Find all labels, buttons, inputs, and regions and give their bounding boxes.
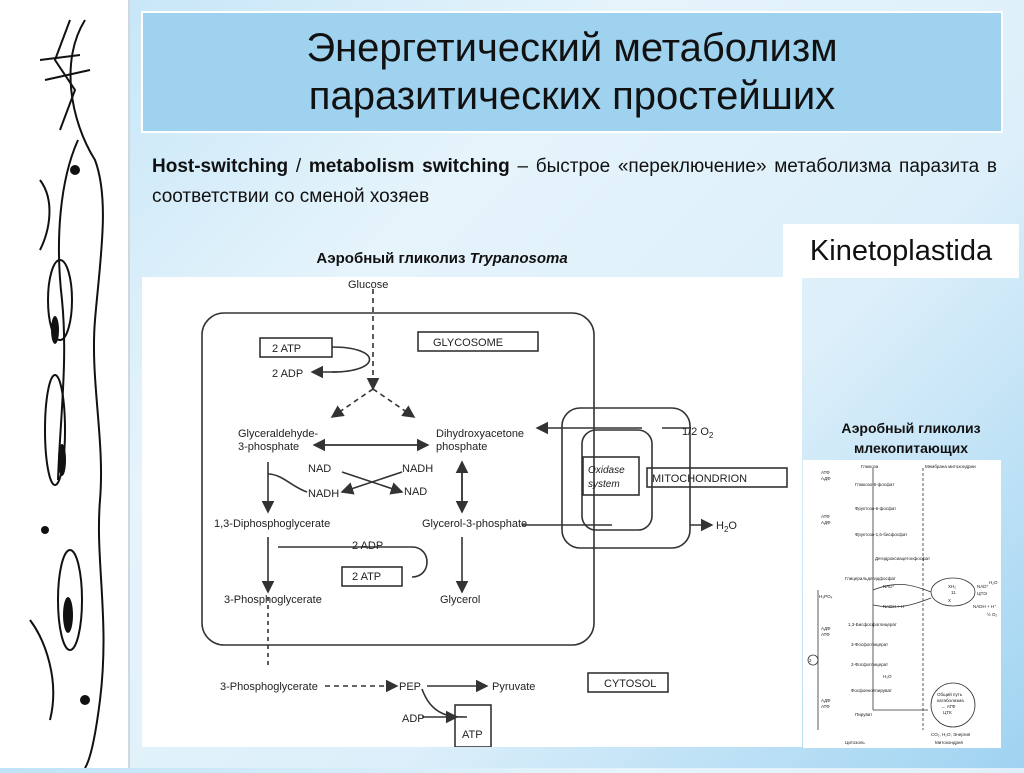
title-banner: Энергетический метаболизм паразитических…	[141, 11, 1003, 133]
mamm-gap: Глицеральдегидфосфат	[845, 576, 896, 581]
slide-title-line-1: Энергетический метаболизм	[306, 26, 838, 70]
mamm-xh2: XH₂	[948, 584, 956, 589]
mamm-common-path-1: Общий путь	[937, 691, 963, 697]
label-3pg-inside: 3-Phosphoglycerate	[224, 594, 322, 606]
mamm-cytosol: Цитозоль	[845, 740, 865, 745]
mamm-pg2: 2-Фосфоглицерат	[851, 662, 888, 667]
label-nadh-left: NADH	[308, 488, 339, 500]
mamm-g6p: Глюкозо-6-фосфат	[855, 482, 894, 487]
slide-title-line-2: паразитических простейших	[308, 74, 836, 118]
mamm-common-path-2: катаболизма	[937, 698, 964, 703]
label-nad-right: NAD	[404, 486, 427, 498]
mammal-glycolysis-caption: Аэробный гликолиз млекопитающих	[804, 418, 1018, 458]
mamm-nadh: NADH + H⁺	[883, 604, 907, 609]
mamm-atp-4: АТФ	[821, 704, 830, 709]
trypanosoma-glycolysis-diagram: Glucose GLYCOSOME 2 ATP 2 ADP Glyceralde…	[142, 277, 802, 748]
mammal-diagram-canvas: Глюкоза Мембрана митохондрии АТФ АДФ Глю…	[807, 464, 998, 745]
mamm-bpg: 1,3-Бисфосфоглицерат	[848, 622, 897, 627]
mamm-fbp: Фруктозо-1,6-бисфосфат	[855, 532, 907, 537]
trypanosoma-diagram-canvas: Glucose GLYCOSOME 2 ATP 2 ADP Glyceralde…	[201, 279, 788, 748]
mamm-nadh-2: NADH + H⁺	[973, 604, 997, 609]
mamm-pg3: 3-Фосфоглицерат	[851, 642, 888, 647]
parasite-illustration	[29, 19, 105, 769]
label-3pg-outside: 3-Phosphoglycerate	[220, 681, 318, 693]
mamm-adp-4: АДФ	[821, 698, 831, 703]
mamm-atp-3: АТФ	[821, 632, 830, 637]
subtitle-separator: /	[288, 156, 309, 177]
trypanosoma-caption-organism: Trypanosoma	[469, 250, 568, 267]
mamm-pyruvate: Пируват	[855, 712, 872, 717]
subtitle-description: – быстрое «переключение» метаболизма пар…	[152, 156, 998, 207]
label-mitochondrion: MITOCHONDRION	[652, 473, 747, 485]
label-pep: PEP	[399, 681, 421, 693]
mamm-atp-2: АТФ	[821, 514, 830, 519]
label-2atp-mid: 2 ATP	[352, 571, 381, 583]
mamm-f6p: Фруктозо-6-фосфат	[855, 506, 896, 511]
mamm-step-11: 11	[951, 590, 956, 595]
label-h2o: H2O	[716, 520, 737, 534]
trypanosoma-caption: Аэробный гликолиз Trypanosoma	[142, 250, 742, 267]
label-2atp-top: 2 ATP	[272, 343, 301, 355]
mamm-h2o: H₂O	[883, 674, 892, 679]
mamm-half-o2: ½ O₂	[987, 611, 998, 617]
decorative-illustration-strip	[0, 0, 130, 769]
mamm-atp-1: АТФ	[821, 470, 830, 475]
label-adp-bottom: ADP	[402, 713, 425, 725]
mamm-x: X	[948, 598, 951, 603]
label-half-o2: 1/2 O2	[682, 426, 714, 440]
mamm-h3po4: H₃PO₄	[819, 594, 833, 599]
mitochondrion-boundary	[561, 407, 691, 549]
mamm-circle-2: 2	[809, 658, 812, 663]
label-nadh-right: NADH	[402, 463, 433, 475]
glycosome-boundary	[201, 312, 595, 646]
mamm-dhap: Дегидроксиацетонфосфат	[875, 556, 930, 561]
label-oxidase-1: Oxidase	[588, 465, 625, 476]
mamm-h2o-top: H₂O	[989, 580, 998, 585]
mammal-caption-line-1: Аэробный гликолиз	[841, 420, 981, 436]
label-cytosol: CYTOSOL	[604, 678, 656, 690]
mamm-common-path-3: → АТФ	[941, 704, 956, 709]
label-glycerol: Glycerol	[440, 594, 480, 606]
mamm-membrane: Мембрана митохондрии	[925, 464, 976, 469]
label-gap-2: 3-phosphate	[238, 441, 299, 453]
subtitle-term-metabolism-switching: metabolism switching	[308, 156, 510, 177]
label-glucose: Glucose	[348, 279, 388, 291]
label-oxidase-2: system	[588, 479, 620, 490]
mamm-resp-chain: ЦПЭ	[977, 591, 988, 596]
slide-subtitle: Host-switching / metabolism switching – …	[152, 152, 997, 212]
label-pyruvate: Pyruvate	[492, 681, 535, 693]
label-glycosome: GLYCOSOME	[433, 337, 503, 349]
mamm-nad-2: NAD⁺	[977, 584, 990, 589]
label-nad-left: NAD	[308, 463, 331, 475]
mammal-glycolysis-diagram: Глюкоза Мембрана митохондрии АТФ АДФ Глю…	[803, 460, 1001, 748]
mamm-pep: Фосфоенолпируват	[851, 688, 892, 693]
trypanosoma-caption-prefix: Аэробный гликолиз	[316, 250, 470, 267]
mamm-co2-h2o: CO₂, H₂O, Энергия	[931, 732, 971, 737]
kinetoplastida-badge: Kinetoplastida	[783, 224, 1019, 278]
label-13-bpg: 1,3-Diphosphoglycerate	[214, 518, 330, 530]
mamm-nad: NAD⁺	[883, 584, 896, 589]
mamm-adp-1: АДФ	[821, 476, 831, 481]
mammal-caption-line-2: млекопитающих	[853, 440, 969, 456]
label-g3p: Glycerol-3-phosphate	[422, 518, 527, 530]
subtitle-term-host-switching: Host-switching	[152, 156, 289, 177]
label-atp-bottom: ATP	[462, 729, 483, 741]
mamm-mitochondria: Митохондрия	[935, 740, 964, 745]
label-2adp-mid: 2 ADP	[352, 540, 383, 552]
label-2adp-top: 2 ADP	[272, 368, 303, 380]
label-dhap-2: phosphate	[436, 441, 487, 453]
mamm-adp-3: АДФ	[821, 626, 831, 631]
label-dhap-1: Dihydroxyacetone	[436, 428, 524, 440]
mamm-adp-2: АДФ	[821, 520, 831, 525]
label-gap-1: Glyceraldehyde-	[238, 428, 318, 440]
mamm-common-path-4: ЦТК	[943, 710, 952, 715]
mamm-glucose: Глюкоза	[861, 464, 879, 469]
